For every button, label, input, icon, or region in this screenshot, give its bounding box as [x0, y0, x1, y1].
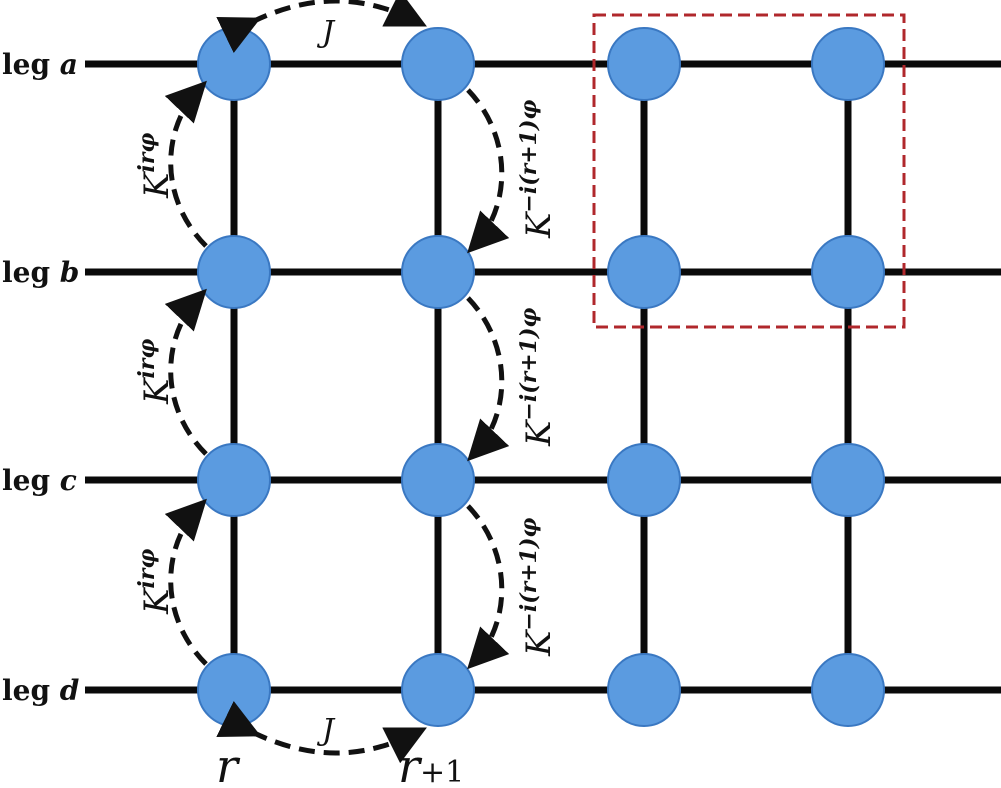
leg-letter: a	[60, 48, 78, 81]
hop-arrow-down-ab	[466, 88, 510, 254]
leg-label-b: leg b	[2, 256, 79, 289]
rung-label-sub: +1	[420, 755, 464, 788]
leg-letter: c	[60, 464, 77, 497]
coupling-label-up-3: Kirφ	[134, 549, 177, 615]
coupling-label-down-3: K−i(r+1)φ	[516, 518, 559, 657]
coupling-base: K	[137, 376, 177, 405]
coupling-exponent: −i(r+1)φ	[516, 518, 542, 631]
leg-letter: b	[60, 256, 80, 289]
hop-arrow-up-dc	[164, 498, 208, 666]
coupling-base: K	[137, 586, 177, 615]
leg-label-a: leg a	[2, 48, 78, 81]
coupling-label-up-2: Kirφ	[134, 339, 177, 405]
hop-arrow-j-bottom	[216, 700, 427, 764]
leg-letter: d	[60, 674, 80, 707]
coupling-label-down-1: K−i(r+1)φ	[516, 100, 559, 239]
site	[197, 653, 271, 727]
site	[401, 27, 475, 101]
leg-prefix: leg	[2, 48, 60, 81]
site	[607, 27, 681, 101]
coupling-base: K	[519, 418, 559, 447]
coupling-base: K	[519, 628, 559, 657]
coupling-exponent: irφ	[134, 339, 160, 379]
site	[401, 235, 475, 309]
site	[197, 443, 271, 517]
hop-arrow-up-ba	[164, 80, 208, 248]
hop-arrow-up-cb	[164, 288, 208, 456]
site	[197, 27, 271, 101]
leg-prefix: leg	[2, 464, 60, 497]
site	[607, 235, 681, 309]
coupling-label-down-2: K−i(r+1)φ	[516, 308, 559, 447]
rung-label-r-plus-1: r+1	[398, 739, 464, 788]
site	[197, 235, 271, 309]
coupling-label-j-bottom: J	[316, 713, 336, 748]
site	[607, 443, 681, 517]
leg-label-d: leg d	[2, 674, 79, 707]
leg-label-c: leg c	[2, 464, 77, 497]
coupling-base: K	[519, 210, 559, 239]
rung-label-main: r	[398, 739, 423, 788]
site	[401, 443, 475, 517]
hop-arrow-down-cd	[466, 504, 510, 670]
coupling-exponent: −i(r+1)φ	[516, 100, 542, 213]
coupling-exponent: irφ	[134, 549, 160, 589]
unit-cell-box	[592, 13, 906, 329]
coupling-exponent: −i(r+1)φ	[516, 308, 542, 421]
coupling-label-j-top: J	[316, 15, 336, 50]
hop-arrow-j-top	[216, 0, 427, 54]
site	[811, 653, 885, 727]
site	[607, 653, 681, 727]
site	[811, 27, 885, 101]
coupling-base: K	[137, 170, 177, 199]
leg-prefix: leg	[2, 256, 60, 289]
coupling-exponent: irφ	[134, 133, 160, 173]
lattice-sites	[197, 27, 885, 727]
rung-label-r: r	[216, 739, 241, 788]
coupling-label-up-1: Kirφ	[134, 133, 177, 199]
leg-prefix: leg	[2, 674, 60, 707]
site	[811, 235, 885, 309]
hop-arrow-down-bc	[466, 296, 510, 462]
site	[401, 653, 475, 727]
site	[811, 443, 885, 517]
